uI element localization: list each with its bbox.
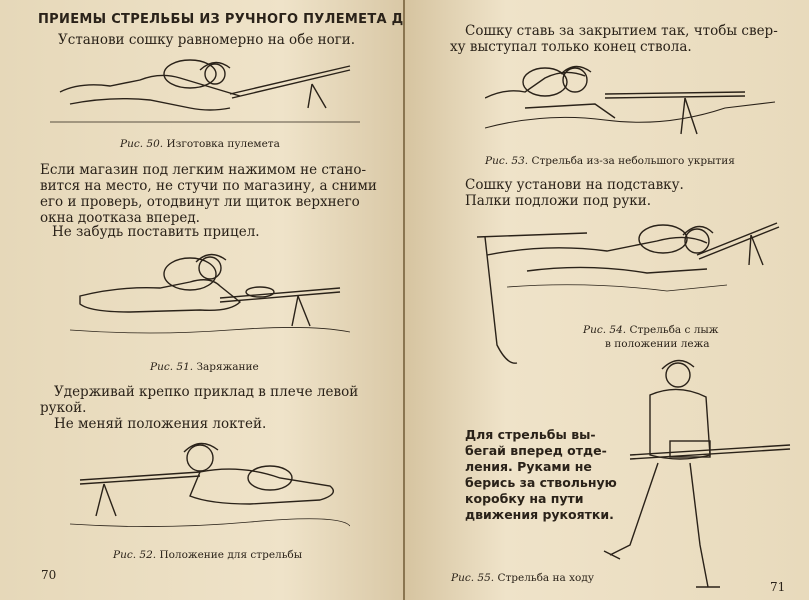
paragraph-line: движения рукоятки. — [465, 507, 614, 522]
figure-number: Рис. 50. — [120, 138, 164, 150]
paragraph-line: окна доотказа вперед. — [40, 210, 200, 226]
figure-caption-text: Стрельба из-за небольшого укрытия — [531, 155, 735, 167]
paragraph-line: Если магазин под легким нажимом не стано… — [40, 162, 367, 178]
figure-caption-text: Заряжание — [196, 361, 259, 373]
paragraph: Не забудь поставить прицел. — [52, 224, 260, 240]
figure-51-illustration — [70, 253, 350, 334]
figure-51-caption: Рис. 51. Заряжание — [150, 361, 259, 373]
paragraph-line: ху выступал только конец ствола. — [450, 39, 692, 55]
paragraph-line: его и проверь, отодвинут ли щиток верхне… — [40, 194, 360, 210]
paragraph-line: вится на место, не стучи по магазину, а … — [40, 178, 377, 194]
figure-54-caption: Рис. 54. Стрельба с лыж — [583, 324, 718, 336]
figure-number: Рис. 53. — [485, 155, 529, 167]
figure-caption-text: Изготовка пулемета — [166, 138, 280, 150]
paragraph-line: Для стрельбы вы- — [465, 427, 596, 442]
paragraph: Установи сошку равномерно на обе ноги. — [58, 32, 356, 48]
paragraph-line: коробку на пути — [465, 491, 584, 506]
paragraph: Не меняй положения локтей. — [54, 416, 267, 432]
figure-caption-text: Стрельба с лыж — [629, 324, 719, 336]
figure-caption-text: Положение для стрельбы — [159, 549, 303, 561]
figure-50-caption: Рис. 50. Изготовка пулемета — [120, 138, 280, 150]
paragraph-line: бегай вперед отде- — [465, 443, 607, 458]
figure-54-caption-line2: в положении лежа — [605, 338, 710, 350]
page-number: 71 — [770, 580, 786, 594]
paragraph-line: рукой. — [40, 400, 87, 416]
figure-55-illustration — [603, 359, 791, 588]
paragraph-line: Сошку установи на подставку. — [465, 177, 684, 193]
paragraph-line: ления. Руками не — [465, 459, 592, 474]
figure-number: Рис. 51. — [150, 361, 194, 373]
paragraph-line: Сошку ставь за закрытием так, чтобы свер… — [465, 23, 778, 39]
figure-55-caption: Рис. 55. Стрельба на ходу — [451, 572, 594, 584]
paragraph-line: Удерживай крепко приклад в плече левой — [54, 384, 359, 400]
figure-54-illustration — [476, 222, 780, 364]
figure-52-illustration — [70, 442, 350, 527]
figure-52-caption: Рис. 52. Положение для стрельбы — [113, 549, 302, 561]
paragraph-line: берись за ствольную — [465, 475, 617, 490]
page-number: 70 — [41, 568, 57, 582]
figure-53-caption: Рис. 53. Стрельба из-за небольшого укрыт… — [485, 155, 735, 167]
right-page: Сошку ставь за закрытием так, чтобы свер… — [405, 0, 809, 600]
figure-number: Рис. 55. — [451, 572, 495, 584]
left-page: ПРИЕМЫ СТРЕЛЬБЫ ИЗ РУЧНОГО ПУЛЕМЕТА ДП У… — [0, 0, 404, 600]
figure-number: Рис. 54. — [583, 324, 627, 336]
figure-number: Рис. 52. — [113, 549, 157, 561]
paragraph-line: Палки подложи под руки. — [465, 193, 652, 209]
page-title: ПРИЕМЫ СТРЕЛЬБЫ ИЗ РУЧНОГО ПУЛЕМЕТА ДП — [38, 12, 404, 27]
figure-53-illustration — [485, 65, 775, 135]
figure-caption-text: Стрельба на ходу — [497, 572, 595, 584]
figure-50-illustration — [50, 59, 360, 123]
